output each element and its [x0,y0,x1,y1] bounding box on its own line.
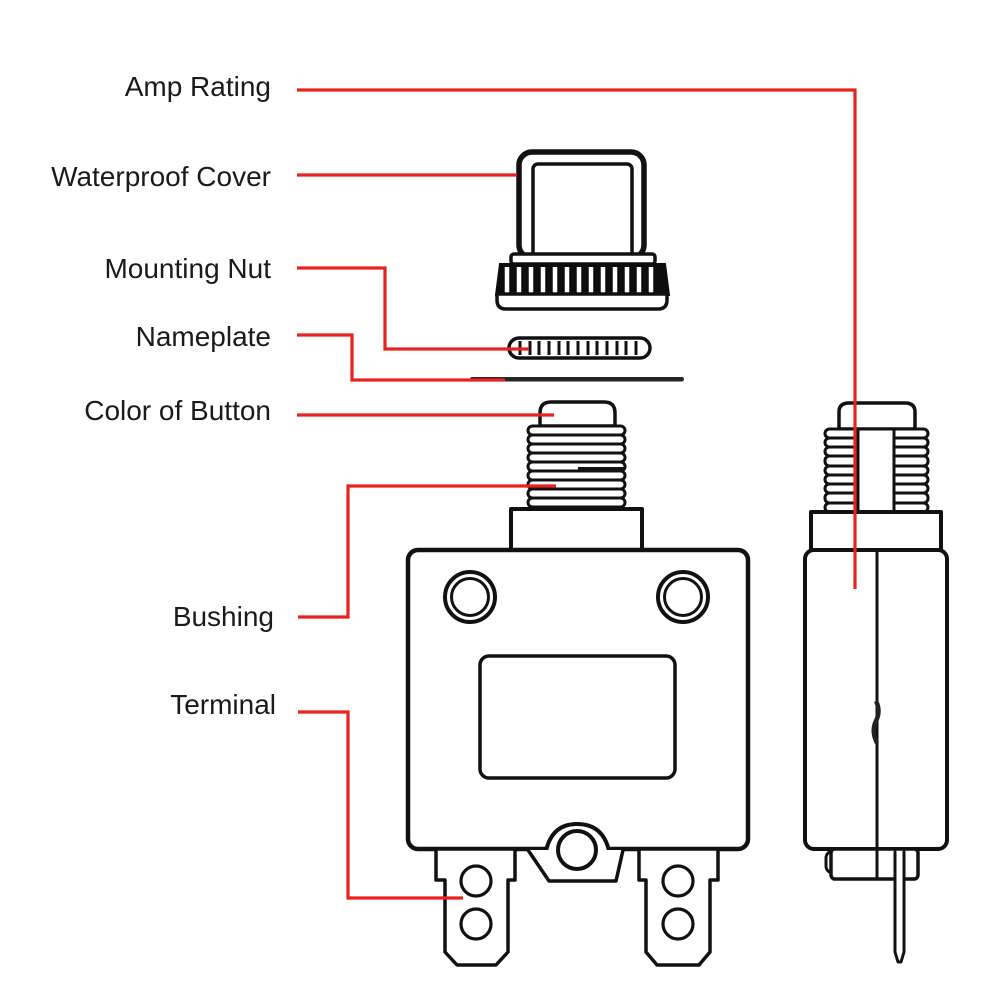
mounting-nut-label: Mounting Nut [104,253,271,284]
terminal-label: Terminal [170,689,276,720]
leader-lines [297,88,857,900]
body-hole-left-inner [450,577,490,617]
terminal-right-hole-top [661,864,695,898]
side-button [837,401,917,431]
color-of-button-label: Color of Button [84,395,271,426]
cover-knurl-ribs [504,267,654,293]
side-collar [809,510,943,552]
body-hole-right-inner [663,577,703,617]
cover-knurl-band [494,263,671,296]
terminal-right-blade [637,847,720,967]
waterproof-cover-label: Waterproof Cover [51,161,271,192]
bushing-threads-drawing [526,424,627,509]
breaker-body-drawing [405,547,751,852]
bushing-leader-line [298,484,556,619]
amp-rating-leader-line [297,88,857,589]
exploded-view [405,149,751,967]
button-drawing [538,400,617,428]
body-label-plate [478,654,677,780]
terminal-right-drawing [637,847,720,967]
terminal-right-hole-bottom [661,907,695,941]
side-view [803,401,949,964]
terminal-left-hole-top [459,864,493,898]
side-thread-slot [858,431,894,511]
bushing-collar-drawing [509,507,644,554]
cover-outer-cap [516,149,647,261]
mounting-nut-drawing [507,336,652,360]
terminal-left-hole-bottom [459,907,493,941]
side-seam-mark [871,699,881,745]
side-threads [823,427,930,514]
nameplate-label: Nameplate [136,321,271,352]
side-thread-slot-edges [856,429,896,512]
nameplate-leader-line [297,333,505,382]
terminal-leader-line [298,710,463,900]
waterproof-cover-drawing [494,149,671,311]
bushing-label: Bushing [173,601,274,632]
rivet-drawing [526,822,625,883]
cover-bottom-rim [495,292,669,311]
thread-ridge [526,496,627,509]
terminal-left-drawing [434,847,517,967]
side-terminal-pin [893,850,906,964]
mounting-nut-leader-line [297,266,529,351]
amp-rating-label: Amp Rating [125,71,271,102]
terminal-left-blade [434,847,517,967]
cover-flange [509,252,657,266]
nameplate-drawing [470,377,684,382]
callout-labels: Amp Rating Waterproof Cover Mounting Nut… [51,71,276,720]
rivet-circle [556,829,598,871]
